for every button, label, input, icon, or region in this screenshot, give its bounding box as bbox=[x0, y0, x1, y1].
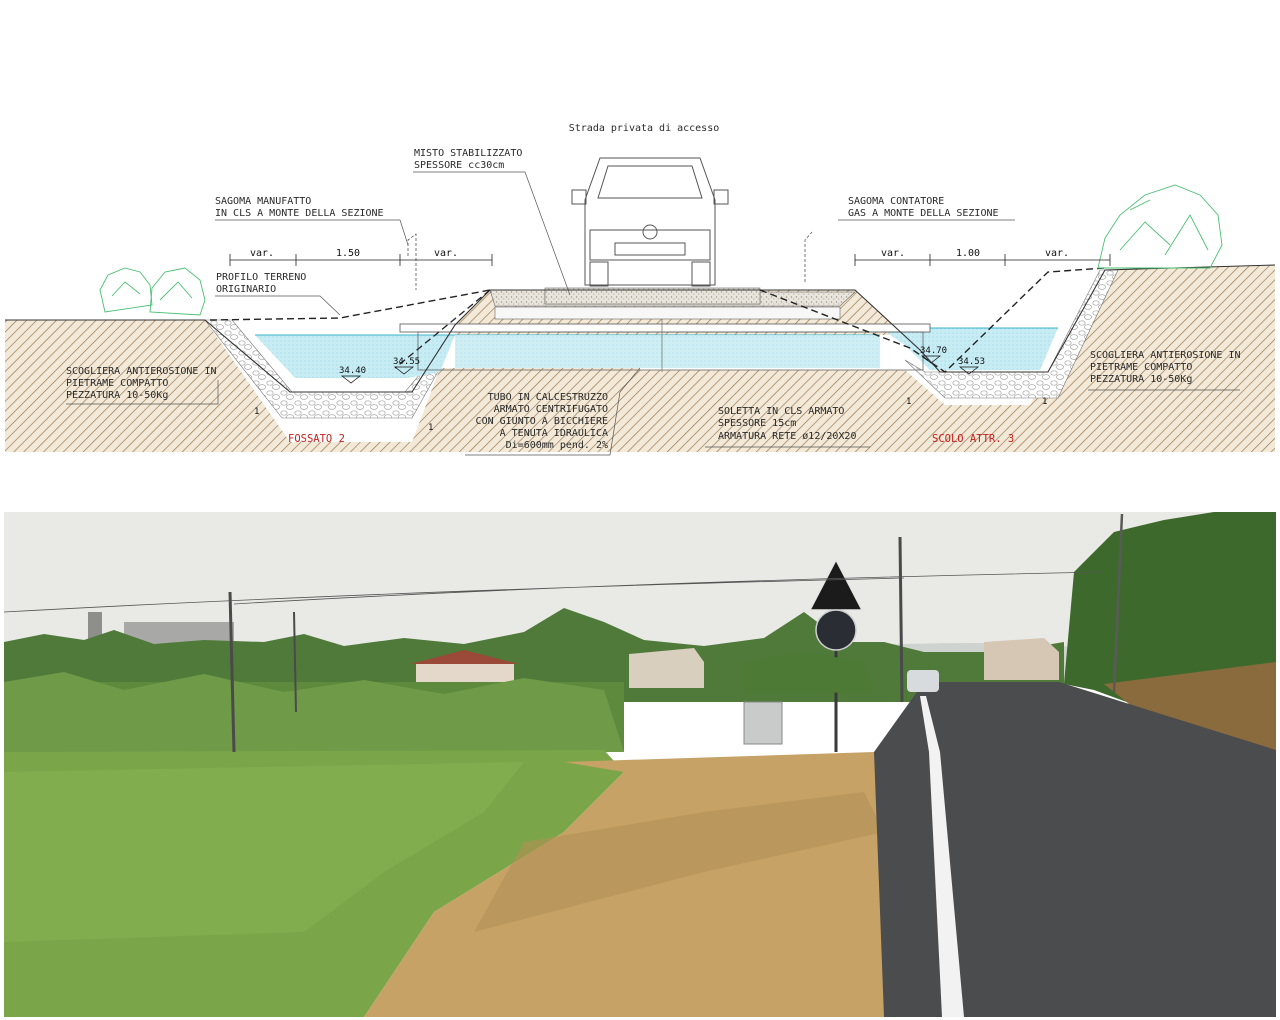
road-title: Strada privata di accesso bbox=[569, 123, 720, 134]
parked-car bbox=[907, 670, 939, 692]
level-right-pipe: 34.70 bbox=[920, 346, 947, 356]
cross-section-drawing: var. 1.50 var. var. 1.00 var. Strada pri… bbox=[5, 123, 1276, 456]
label-scogliera-left-1: SCOGLIERA ANTIEROSIONE IN bbox=[66, 366, 217, 377]
revetment-right bbox=[904, 269, 1119, 399]
level-right-bottom: 34.53 bbox=[958, 357, 985, 367]
slope-mark-4: 1 bbox=[1042, 397, 1047, 407]
label-sagoma-contatore-2: GAS A MONTE DELLA SEZIONE bbox=[848, 208, 999, 219]
ditch-right-name: SCOLO ATTR. 3 bbox=[932, 433, 1014, 445]
dim-right-2: 1.00 bbox=[956, 248, 980, 259]
label-scogliera-left-2: PIETRAME COMPATTO bbox=[66, 378, 168, 389]
label-scogliera-right-3: PEZZATURA 10-50Kg bbox=[1090, 374, 1192, 385]
electric-cabinet bbox=[743, 701, 783, 745]
level-left-pipe: 34.55 bbox=[393, 357, 420, 367]
slope-mark-1: 1 bbox=[254, 407, 259, 417]
label-misto-2: SPESSORE cc30cm bbox=[414, 160, 504, 171]
concrete-pipe bbox=[417, 331, 924, 371]
dim-left-3: var. bbox=[434, 248, 458, 259]
label-soletta-3: ARMATURA RETE ø12/20X20 bbox=[718, 431, 856, 442]
dim-right-1: var. bbox=[881, 248, 905, 259]
label-tubo-1: TUBO IN CALCESTRUZZO bbox=[488, 392, 608, 403]
label-soletta-1: SOLETTA IN CLS ARMATO bbox=[718, 406, 844, 417]
shrub-left-icon bbox=[99, 267, 206, 316]
label-tubo-5: Di=600mm pend. 2% bbox=[506, 440, 608, 451]
shrub-right-icon bbox=[1097, 184, 1223, 269]
label-sagoma-manufatto-1: SAGOMA MANUFATTO bbox=[215, 196, 311, 207]
soil-hatch bbox=[5, 265, 1275, 452]
dim-left-1: var. bbox=[250, 248, 274, 259]
label-scogliera-right-1: SCOGLIERA ANTIEROSIONE IN bbox=[1090, 350, 1241, 361]
original-terrain-line bbox=[209, 289, 491, 321]
water-under-road bbox=[455, 335, 880, 368]
label-sagoma-contatore-1: SAGOMA CONTATORE bbox=[848, 196, 944, 207]
label-profilo-2: ORIGINARIO bbox=[216, 284, 276, 295]
slope-mark-2: 1 bbox=[428, 423, 433, 433]
slope-mark-3: 1 bbox=[906, 397, 911, 407]
dim-left-2: 1.50 bbox=[336, 248, 360, 259]
road-asphalt bbox=[874, 682, 1276, 1017]
car-front-icon bbox=[571, 157, 729, 287]
concrete-slab bbox=[399, 323, 931, 333]
ditch-left-name: FOSSATO 2 bbox=[288, 433, 345, 445]
label-sagoma-manufatto-2: IN CLS A MONTE DELLA SEZIONE bbox=[215, 208, 384, 219]
label-misto-1: MISTO STABILIZZATO bbox=[414, 148, 522, 159]
road-edge-line bbox=[920, 696, 964, 1017]
label-soletta-2: SPESSORE 15cm bbox=[718, 418, 796, 429]
level-left-bottom: 34.40 bbox=[339, 366, 366, 376]
label-scogliera-left-3: PEZZATURA 10-50Kg bbox=[66, 390, 168, 401]
label-scogliera-right-2: PIETRAME COMPATTO bbox=[1090, 362, 1192, 373]
label-tubo-4: A TENUTA IDRAULICA bbox=[500, 428, 608, 439]
label-tubo-2: ARMATO CENTRIFUGATO bbox=[494, 404, 608, 415]
dim-right-3: var. bbox=[1045, 248, 1069, 259]
label-profilo-1: PROFILO TERRENO bbox=[216, 272, 306, 283]
label-tubo-3: CON GIUNTO A BICCHIERE bbox=[476, 416, 608, 427]
site-photo bbox=[4, 512, 1276, 1017]
round-sign-icon bbox=[815, 609, 857, 651]
